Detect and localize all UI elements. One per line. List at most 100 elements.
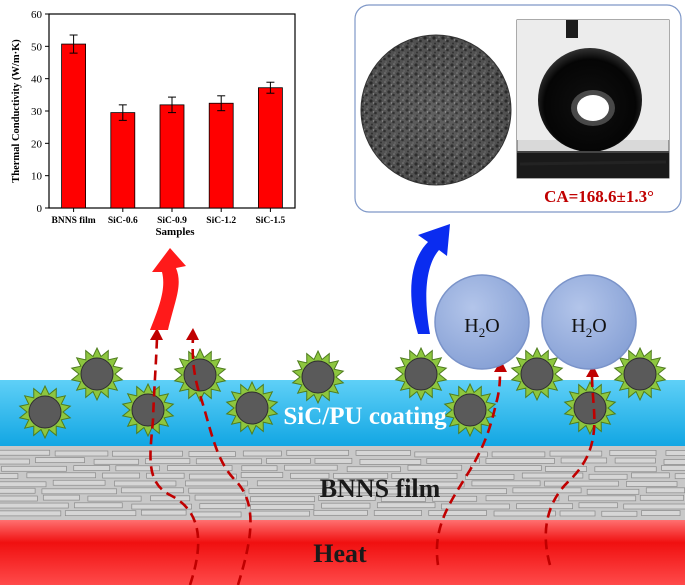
bnns-platelet	[640, 495, 683, 500]
bnns-platelet	[192, 512, 241, 517]
bnns-platelet	[472, 481, 540, 486]
bnns-platelet	[632, 473, 670, 478]
bnns-platelet	[408, 465, 462, 470]
bnns-platelet	[646, 488, 684, 493]
bnns-platelet	[589, 474, 627, 479]
bnns-platelet	[470, 466, 541, 471]
bnns-platelet	[250, 497, 314, 502]
bnns-platelet	[322, 503, 370, 508]
bnns-platelet	[579, 503, 617, 508]
bnns-platelet	[347, 467, 400, 472]
bnns-platelet	[287, 450, 349, 455]
bnns-platelet	[250, 511, 310, 516]
bnns-platelet	[200, 504, 246, 509]
bnns-platelet	[189, 452, 235, 457]
bnns-platelet	[151, 496, 190, 501]
heat-label: Heat	[313, 539, 367, 568]
bnns-platelet	[517, 504, 573, 509]
inset-panel: CA=168.6±1.3°	[355, 5, 681, 212]
y-tick-label: 20	[31, 138, 43, 150]
coating-label: SiC/PU coating	[283, 403, 447, 430]
y-tick-label: 10	[31, 171, 43, 183]
bnns-platelet	[74, 466, 110, 471]
bnns-platelet	[315, 458, 352, 463]
sem-image	[361, 35, 511, 185]
bnns-platelet	[374, 510, 421, 515]
bnns-platelet	[0, 496, 37, 501]
bnns-platelet	[27, 473, 96, 478]
bnns-platelet	[513, 488, 581, 493]
bnns-platelet	[121, 488, 183, 493]
bnns-platelet	[435, 489, 506, 494]
bnns-platelet	[251, 504, 314, 509]
bnns-platelet	[196, 459, 261, 464]
bnns-platelet	[642, 511, 681, 516]
bar	[258, 88, 282, 208]
bar	[111, 113, 135, 208]
droplet-1-h: H	[464, 315, 478, 337]
bnns-platelet	[356, 450, 410, 455]
bnns-platelet	[243, 451, 281, 456]
film-label: BNNS film	[320, 474, 441, 503]
bnns-platelet	[74, 503, 122, 508]
bnns-platelet	[189, 488, 245, 493]
droplet-2-h: H	[571, 315, 585, 337]
bnns-platelet	[0, 511, 61, 516]
bnns-platelet	[314, 510, 368, 515]
x-axis-label: Samples	[155, 226, 195, 238]
bnns-platelet	[112, 451, 182, 456]
bnns-platelet	[266, 458, 310, 463]
water-droplet-1: H2O	[435, 275, 529, 369]
bar	[160, 105, 184, 208]
bnns-platelet	[429, 510, 487, 515]
y-tick-label: 40	[31, 74, 43, 86]
bnns-platelet	[0, 488, 35, 493]
bnns-platelet	[550, 451, 602, 456]
bnns-platelet	[492, 452, 545, 457]
bnns-platelet	[0, 474, 18, 479]
bnns-platelet	[602, 511, 637, 516]
bnns-platelet	[624, 504, 685, 509]
bnns-platelet	[587, 489, 639, 494]
bnns-platelet	[441, 504, 509, 509]
droplet-2-o: O	[592, 315, 606, 337]
bnns-platelet	[0, 503, 68, 508]
water-droplet-2: H2O	[542, 275, 636, 369]
y-axis-label: Thermal Conductivity (W/m·K)	[11, 39, 22, 183]
bnns-platelet	[427, 458, 480, 463]
bnns-platelet	[494, 511, 555, 516]
bnns-platelet	[114, 481, 175, 486]
bnns-platelet	[195, 495, 246, 500]
bnns-platelet	[610, 450, 656, 455]
bnns-platelet	[465, 474, 514, 479]
y-tick-label: 0	[37, 203, 43, 215]
bnns-platelet	[43, 495, 79, 500]
bnns-platelet	[103, 473, 140, 478]
bnns-platelet	[569, 496, 636, 501]
y-tick-label: 30	[31, 106, 43, 118]
bnns-platelet	[242, 466, 277, 471]
bnns-platelet	[0, 459, 29, 464]
bnns-platelet	[560, 511, 595, 516]
bnns-platelet	[360, 459, 421, 464]
droplet-1-o: O	[485, 315, 499, 337]
bar	[209, 103, 233, 208]
bnns-platelet	[94, 459, 139, 464]
bnns-platelet	[241, 473, 283, 478]
bnns-platelet	[595, 467, 656, 472]
bnns-platelet	[615, 458, 655, 463]
bnns-platelet	[662, 465, 685, 470]
bnns-platelet	[666, 450, 685, 455]
bnns-platelet	[486, 458, 555, 463]
bnns-platelet	[65, 511, 136, 516]
bnns-platelet	[168, 466, 232, 471]
bnns-platelet	[486, 496, 559, 501]
x-tick-label: SiC-0.9	[157, 216, 187, 226]
arrowhead	[186, 328, 199, 340]
y-tick-label: 50	[31, 41, 43, 53]
bnns-platelet	[675, 474, 685, 479]
bnns-platelet	[257, 481, 327, 486]
bnns-platelet	[2, 466, 67, 471]
